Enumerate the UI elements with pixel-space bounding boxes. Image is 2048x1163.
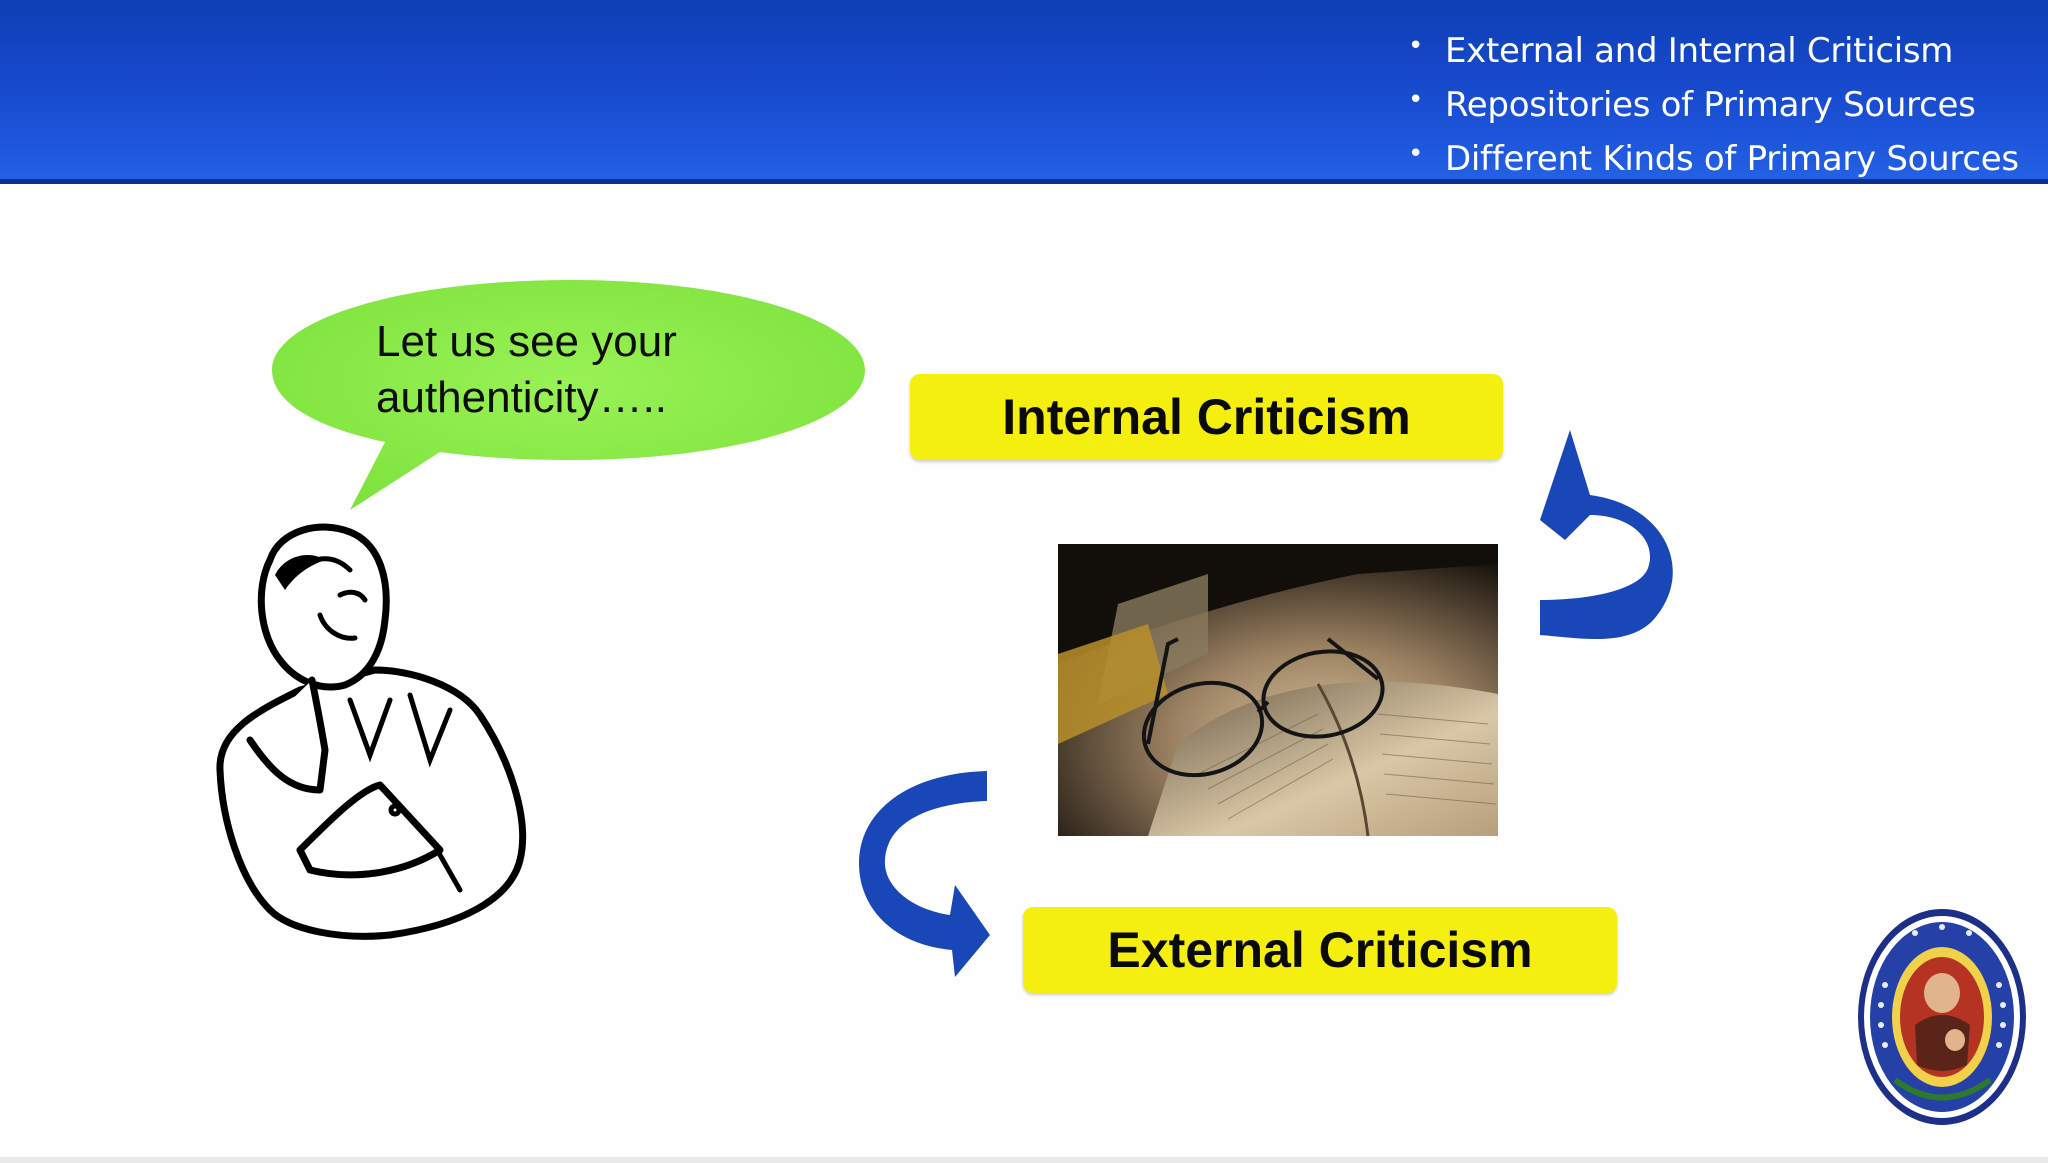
topic-label: Different Kinds of Primary Sources xyxy=(1445,139,2019,179)
speech-bubble-text: Let us see your authenticity….. xyxy=(376,314,796,426)
topic-item: • Repositories of Primary Sources xyxy=(1400,78,2019,132)
bubble-line: authenticity….. xyxy=(376,373,668,422)
bullet-icon: • xyxy=(1408,139,1424,169)
topic-item: • External and Internal Criticism xyxy=(1400,24,2019,78)
slide-bottom-edge xyxy=(0,1157,2048,1163)
thinking-man-illustration xyxy=(216,523,527,940)
internal-criticism-label: Internal Criticism xyxy=(910,374,1503,460)
bullet-icon: • xyxy=(1408,31,1424,61)
topic-list: • External and Internal Criticism • Reposi… xyxy=(1400,24,2019,186)
header-band: • External and Internal Criticism • Reposi… xyxy=(0,0,2048,184)
glasses-on-open-book-photo xyxy=(1058,544,1498,836)
curved-arrow-icon xyxy=(858,771,990,977)
topic-item: • Different Kinds of Primary Sources xyxy=(1400,132,2019,186)
speech-bubble xyxy=(272,280,865,510)
topic-label: Repositories of Primary Sources xyxy=(1445,85,1976,125)
topic-label: External and Internal Criticism xyxy=(1445,31,1954,71)
university-seal-logo xyxy=(1858,909,2026,1125)
external-criticism-label: External Criticism xyxy=(1023,907,1617,993)
bullet-icon: • xyxy=(1408,85,1424,115)
bubble-line: Let us see your xyxy=(376,317,677,366)
curved-arrow-icon xyxy=(1540,430,1673,640)
